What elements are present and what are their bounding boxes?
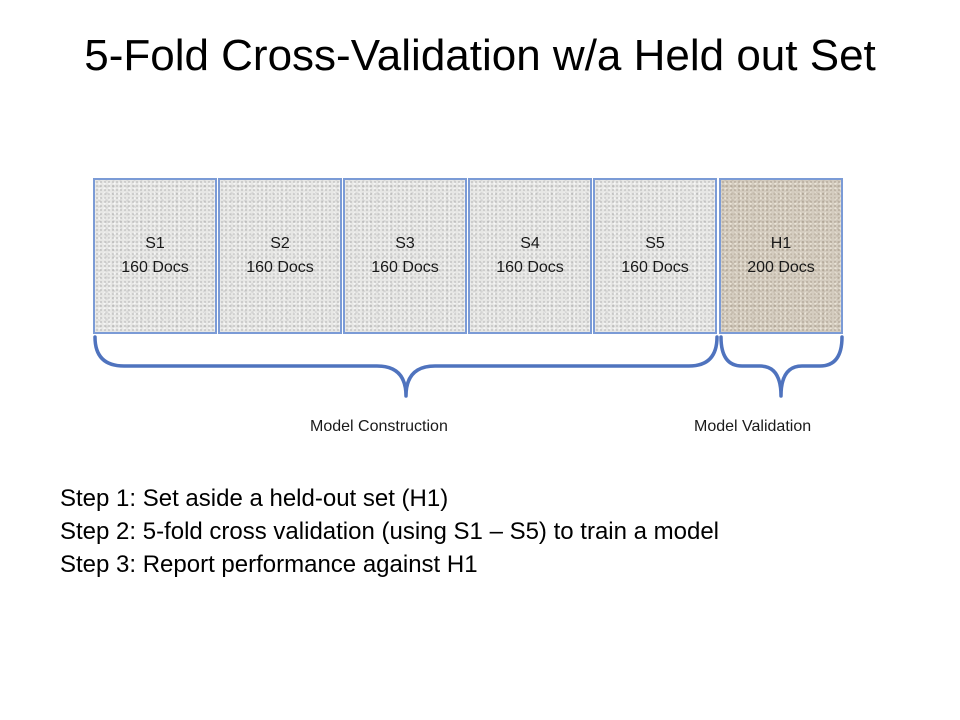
slide-title: 5-Fold Cross-Validation w/a Held out Set (84, 31, 876, 80)
fold-s5: S5 160 Docs (593, 178, 717, 334)
fold-name: S1 (145, 235, 165, 252)
fold-doc-count: 160 Docs (496, 259, 564, 276)
steps-list: Step 1: Set aside a held-out set (H1) St… (60, 482, 940, 581)
model-validation-label: Model Validation (694, 418, 812, 435)
fold-name: S4 (520, 235, 540, 252)
model-construction-label: Model Construction (310, 418, 448, 435)
fold-name: S5 (645, 235, 665, 252)
step-3: Step 3: Report performance against H1 (60, 551, 478, 578)
fold-s2: S2 160 Docs (218, 178, 342, 334)
fold-doc-count: 200 Docs (747, 259, 815, 276)
fold-h1-heldout: H1 200 Docs (719, 178, 843, 334)
step-2: Step 2: 5-fold cross validation (using S… (60, 518, 720, 545)
fold-doc-count: 160 Docs (621, 259, 689, 276)
model-construction-brace (93, 335, 719, 398)
fold-name: S2 (270, 235, 290, 252)
step-1: Step 1: Set aside a held-out set (H1) (60, 485, 449, 512)
fold-name: S3 (395, 235, 415, 252)
fold-s4: S4 160 Docs (468, 178, 592, 334)
fold-doc-count: 160 Docs (371, 259, 439, 276)
fold-s3: S3 160 Docs (343, 178, 467, 334)
fold-doc-count: 160 Docs (246, 259, 314, 276)
fold-doc-count: 160 Docs (121, 259, 189, 276)
fold-s1: S1 160 Docs (93, 178, 217, 334)
fold-name: H1 (770, 235, 792, 252)
model-validation-brace (719, 335, 844, 398)
